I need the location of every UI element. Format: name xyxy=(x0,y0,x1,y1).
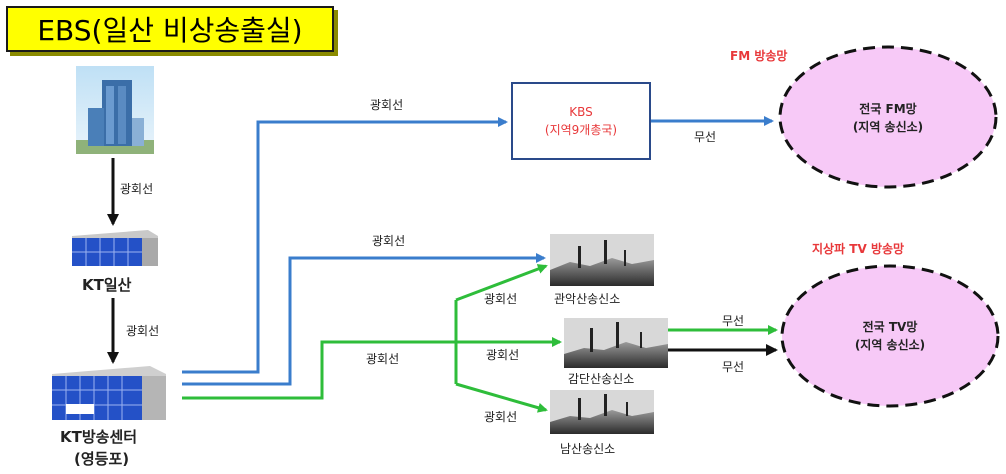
edge-label-to-kbs: 광회선 xyxy=(370,98,404,112)
gamdan-label: 감단산송신소 xyxy=(568,372,635,386)
link-hub-to-namsan xyxy=(455,382,548,413)
edge-label-hub: 광회선 xyxy=(366,352,400,366)
kt-center-label: KT방송센터 xyxy=(60,428,138,446)
link-hub-to-gwanak xyxy=(455,264,548,302)
kbs-regional-box: KBS (지역9개총국) xyxy=(511,82,651,160)
tv-heading: 지상파 TV 방송망 xyxy=(812,242,905,256)
ebs-building-image xyxy=(76,66,154,154)
page-title: EBS(일산 비상송출실) xyxy=(6,6,334,52)
kbs-sublabel: (지역9개총국) xyxy=(544,123,618,137)
edge-label-kbs-fm: 무선 xyxy=(694,130,717,144)
link-center-to-kbs xyxy=(182,117,508,374)
gwanak-label: 관악산송신소 xyxy=(554,292,621,306)
kt-center-server-image xyxy=(52,366,166,420)
fm-network-sublabel: (지역 송신소) xyxy=(852,120,924,134)
gamdan-transmitter-image xyxy=(564,318,668,368)
edge-label-hub-namsan: 광회선 xyxy=(484,410,518,424)
edge-label-gamdan-tv-2: 무선 xyxy=(722,360,745,374)
fm-network-text: 전국 FM망 (지역 송신소) xyxy=(828,100,948,136)
fm-network-ellipse xyxy=(778,45,998,189)
edge-label-hub-gwanak: 광회선 xyxy=(484,292,518,306)
kt-ilsan-label: KT일산 xyxy=(82,276,132,294)
tv-network-label: 전국 TV망 xyxy=(862,320,918,334)
kbs-label: KBS xyxy=(569,105,593,119)
tv-network-text: 전국 TV망 (지역 송신소) xyxy=(830,318,950,354)
tv-network-sublabel: (지역 송신소) xyxy=(854,338,926,352)
tv-network-ellipse xyxy=(780,264,1000,408)
edge-label-hub-gamdan: 광회선 xyxy=(486,348,520,362)
link-center-to-hub xyxy=(182,340,454,400)
fm-network-label: 전국 FM망 xyxy=(859,102,917,116)
edge-label-gamdan-tv-1: 무선 xyxy=(722,314,745,328)
edge-label-to-gwanak: 광회선 xyxy=(372,234,406,248)
kt-ilsan-server-image xyxy=(72,230,158,266)
link-center-to-gwanak xyxy=(182,253,546,386)
edge-label-ilsan-center: 광회선 xyxy=(126,324,160,338)
edge-label-ebs-ilsan: 광회선 xyxy=(120,182,154,196)
gwanak-transmitter-image xyxy=(550,234,654,286)
kt-center-sublabel: (영등포) xyxy=(74,450,130,468)
namsan-label: 남산송신소 xyxy=(560,442,616,456)
fm-heading: FM 방송망 xyxy=(730,49,788,63)
namsan-transmitter-image xyxy=(550,390,654,434)
